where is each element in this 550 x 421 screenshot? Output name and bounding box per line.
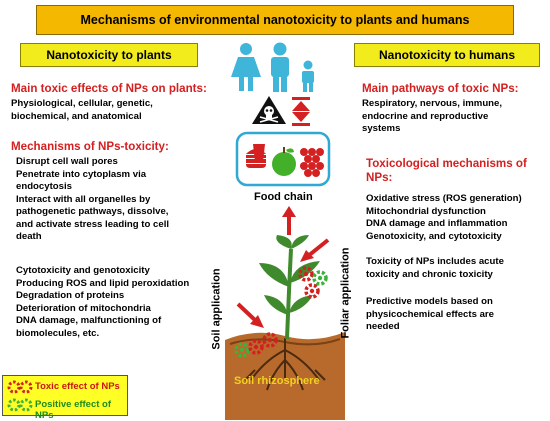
text-line: DNA damage, malfunctioning of bbox=[16, 315, 162, 326]
positive-gears-icon bbox=[7, 398, 33, 412]
plants-effects-text: Cytotoxicity and genotoxicity Producing … bbox=[16, 265, 189, 340]
foliar-application-label: Foliar application bbox=[339, 247, 352, 339]
foliar-arrow-icon bbox=[300, 238, 330, 262]
soil-np-gears-icon bbox=[234, 332, 278, 358]
text-line: DNA damage and inflammation bbox=[366, 218, 508, 229]
text-line: Producing ROS and lipid peroxidation bbox=[16, 277, 190, 289]
plants-mechanisms-heading: Mechanisms of NPs-toxicity: bbox=[11, 140, 169, 153]
humans-mechanisms-text: Oxidative stress (ROS generation) Mitoch… bbox=[366, 193, 522, 243]
text-line: endocrine and reproductive bbox=[362, 110, 489, 122]
text-line: systems bbox=[362, 123, 401, 134]
humans-mechanisms-heading: Toxicological mechanisms of NPs: bbox=[366, 157, 527, 185]
text-line: Predictive models based on bbox=[366, 296, 493, 307]
food-chain-label: Food chain bbox=[254, 191, 313, 203]
text-line: Toxicological mechanisms of bbox=[366, 157, 527, 170]
text-line: Degradation of proteins bbox=[16, 290, 125, 301]
text-line: Interact with all organelles by bbox=[16, 193, 151, 205]
soil-rhizosphere-label: Soil rhizosphere bbox=[234, 375, 320, 387]
legend: Toxic effect of NPs Positive effect of N… bbox=[2, 375, 128, 421]
legend-positive-row: Positive effect of NPs bbox=[3, 396, 127, 421]
humans-pathways-text: Respiratory, nervous, immune, endocrine … bbox=[362, 98, 502, 136]
text-line: Disrupt cell wall pores bbox=[16, 156, 118, 167]
text-line: Toxicity of NPs includes acute bbox=[366, 256, 504, 267]
plants-mechanisms-text: Disrupt cell wall pores Penetrate into c… bbox=[16, 156, 169, 244]
text-line: Genotoxicity, and cytotoxicity bbox=[366, 230, 502, 242]
title-banner: Mechanisms of environmental nanotoxicity… bbox=[36, 5, 514, 35]
food-chain-arrow-icon bbox=[282, 206, 296, 235]
plants-main-effects-text: Physiological, cellular, genetic, bioche… bbox=[11, 98, 153, 123]
family-icon bbox=[231, 42, 314, 92]
text-line: Respiratory, nervous, immune, bbox=[362, 98, 503, 109]
legend-toxic-label: Toxic effect of NPs bbox=[35, 381, 120, 392]
plants-header: Nanotoxicity to plants bbox=[20, 43, 198, 67]
text-line: endocytosis bbox=[16, 181, 72, 192]
soil-arrow-icon bbox=[236, 302, 264, 328]
text-line: Oxidative stress (ROS generation) bbox=[366, 193, 522, 204]
text-line: Deterioration of mitochondria bbox=[16, 302, 151, 314]
humans-toxicity-text: Toxicity of NPs includes acute toxicity … bbox=[366, 256, 504, 281]
legend-positive-label: Positive effect of NPs bbox=[35, 399, 112, 421]
humans-header-label: Nanotoxicity to humans bbox=[378, 48, 515, 62]
page-title: Mechanisms of environmental nanotoxicity… bbox=[80, 13, 470, 27]
text-line: NPs: bbox=[366, 171, 393, 184]
foliar-np-gears-icon bbox=[298, 266, 328, 299]
plant-icon bbox=[259, 235, 320, 340]
toxic-gears-icon bbox=[7, 380, 33, 394]
text-line: Physiological, cellular, genetic, bbox=[11, 98, 153, 109]
humans-header: Nanotoxicity to humans bbox=[354, 43, 540, 67]
text-line: needed bbox=[366, 321, 400, 332]
text-line: biochemical, and anatomical bbox=[11, 110, 142, 122]
text-line: Cytotoxicity and genotoxicity bbox=[16, 265, 150, 276]
amplification-icon bbox=[292, 97, 310, 126]
text-line: death bbox=[16, 231, 42, 242]
plants-header-label: Nanotoxicity to plants bbox=[46, 48, 172, 62]
text-line: toxicity and chronic toxicity bbox=[366, 268, 493, 280]
soil-application-label: Soil application bbox=[210, 268, 223, 350]
text-line: physicochemical effects are bbox=[366, 308, 494, 320]
food-icon bbox=[235, 131, 331, 187]
humans-pathways-heading: Main pathways of toxic NPs: bbox=[362, 82, 519, 95]
humans-models-text: Predictive models based on physicochemic… bbox=[366, 296, 494, 334]
text-line: pathogenetic pathways, dissolve, bbox=[16, 206, 169, 217]
text-line: biomolecules, etc. bbox=[16, 327, 100, 339]
legend-toxic-row: Toxic effect of NPs bbox=[3, 378, 127, 396]
text-line: Mitochondrial dysfunction bbox=[366, 205, 486, 217]
text-line: and activate stress leading to cell bbox=[16, 218, 170, 230]
skull-warning-icon bbox=[252, 96, 286, 124]
plants-main-effects-heading: Main toxic effects of NPs on plants: bbox=[11, 82, 207, 95]
text-line: Penetrate into cytoplasm via bbox=[16, 168, 147, 180]
